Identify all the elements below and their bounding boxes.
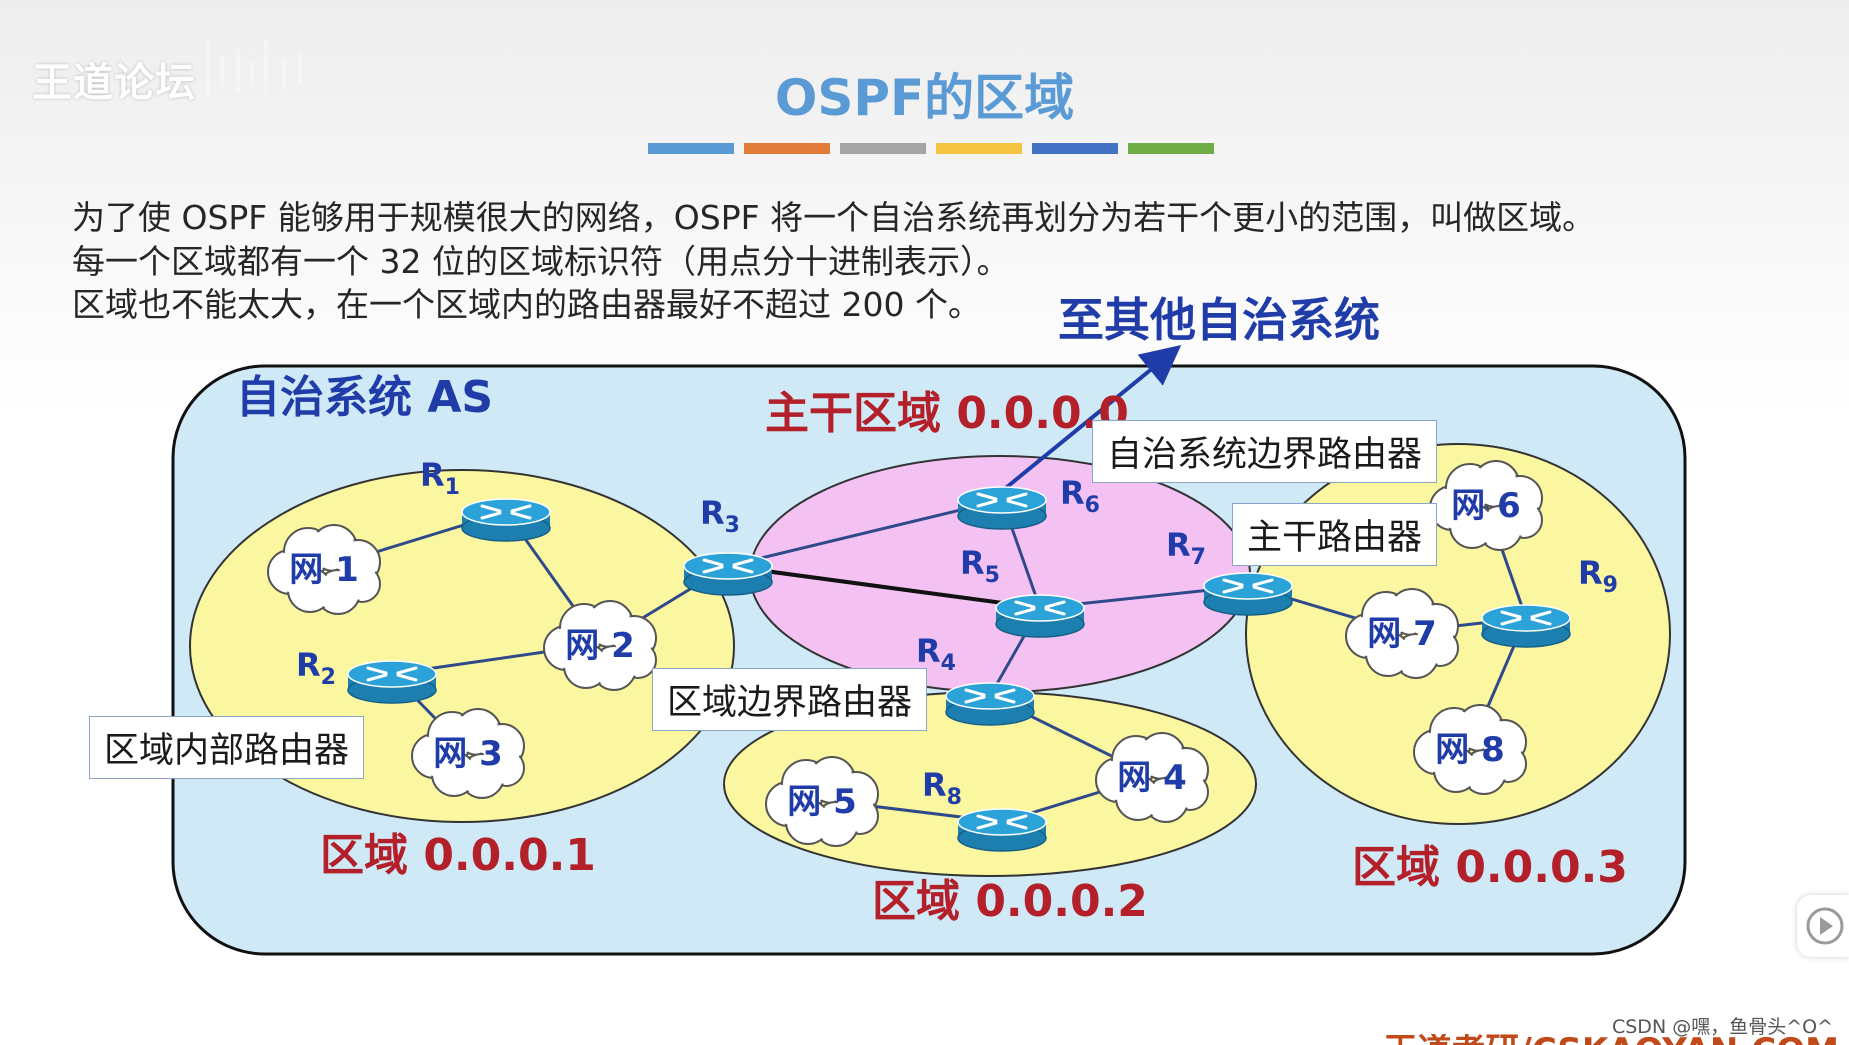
color-bar bbox=[840, 143, 926, 154]
network-cloud-n5: 网 5 bbox=[765, 756, 879, 847]
router-r7 bbox=[1203, 572, 1293, 616]
router-label-r4: R4 bbox=[916, 632, 956, 676]
network-label: 网 3 bbox=[433, 734, 503, 774]
bottom-watermark: 王道考研/CSKAOYAN.COM bbox=[1383, 1034, 1839, 1045]
color-bar bbox=[1128, 143, 1214, 154]
as-label: 自治系统 AS bbox=[236, 372, 493, 423]
area-label-0-0-0-3: 区域 0.0.0.3 bbox=[1352, 842, 1628, 893]
router-arrows-icon bbox=[1500, 610, 1552, 626]
router-label-r5: R5 bbox=[960, 544, 1000, 588]
router-arrows-icon bbox=[702, 558, 754, 574]
router-r1 bbox=[461, 498, 551, 542]
router-arrows-icon bbox=[976, 492, 1028, 508]
router-r4 bbox=[945, 682, 1035, 726]
network-label: 网 7 bbox=[1367, 614, 1437, 654]
router-arrows-icon bbox=[976, 814, 1028, 830]
network-cloud-n2: 网 2 bbox=[543, 600, 657, 691]
link-r3-r6 bbox=[727, 498, 1003, 568]
csdn-credit: CSDN @嘿，鱼骨头^O^ bbox=[1611, 1016, 1833, 1038]
area-label-0-0-0-1: 区域 0.0.0.1 bbox=[320, 830, 596, 881]
color-bar bbox=[1032, 143, 1118, 154]
network-cloud-n3: 网 3 bbox=[411, 708, 525, 799]
network-label: 网 5 bbox=[787, 782, 857, 822]
callout-area-border-router: 区域边界路由器 bbox=[652, 668, 928, 731]
router-label-r2: R2 bbox=[296, 646, 336, 690]
color-bar bbox=[744, 143, 830, 154]
router-r3 bbox=[683, 552, 773, 596]
network-label: 网 8 bbox=[1435, 730, 1505, 770]
title-color-bars bbox=[648, 143, 1214, 154]
router-r9 bbox=[1481, 604, 1571, 648]
callout-asbr: 自治系统边界路由器 bbox=[1092, 420, 1438, 483]
router-label-r7: R7 bbox=[1166, 526, 1206, 570]
router-label-r3: R3 bbox=[700, 494, 740, 538]
network-cloud-n8: 网 8 bbox=[1413, 704, 1527, 795]
router-r6 bbox=[957, 486, 1047, 530]
network-cloud-n1: 网 1 bbox=[267, 524, 381, 615]
network-cloud-n7: 网 7 bbox=[1345, 588, 1459, 679]
intro-line-1: 为了使 OSPF 能够用于规模很大的网络，OSPF 将一个自治系统再划分为若干个… bbox=[72, 198, 1596, 237]
watermark-decoration bbox=[206, 40, 302, 94]
to-other-as-arrow bbox=[1000, 344, 1182, 493]
color-bar bbox=[648, 143, 734, 154]
network-cloud-n6: 网 6 bbox=[1429, 460, 1543, 551]
router-label-r9: R9 bbox=[1578, 554, 1618, 598]
wangdao-logo: 王道论坛 bbox=[32, 60, 196, 106]
router-r2 bbox=[347, 660, 437, 704]
router-arrows-icon bbox=[366, 666, 418, 682]
slide-title: OSPF的区域 bbox=[774, 69, 1075, 127]
router-arrows-icon bbox=[1014, 600, 1066, 616]
router-r8 bbox=[957, 808, 1047, 852]
router-arrows-icon bbox=[964, 688, 1016, 704]
area-label-backbone: 主干区域 0.0.0.0 bbox=[765, 388, 1129, 439]
area-label-0-0-0-2: 区域 0.0.0.2 bbox=[872, 876, 1148, 927]
router-arrows-icon bbox=[1222, 578, 1274, 594]
router-label-r1: R1 bbox=[420, 456, 460, 500]
link-r3-r5 bbox=[727, 564, 1041, 610]
network-label: 网 2 bbox=[565, 626, 635, 666]
network-label: 网 1 bbox=[289, 550, 359, 590]
callout-internal-router: 区域内部路由器 bbox=[89, 716, 365, 779]
to-other-as-label: 至其他自治系统 bbox=[1058, 293, 1380, 347]
network-label: 网 6 bbox=[1451, 486, 1521, 526]
callout-backbone-router: 主干路由器 bbox=[1232, 503, 1438, 566]
router-label-r6: R6 bbox=[1060, 474, 1100, 518]
intro-line-2: 每一个区域都有一个 32 位的区域标识符（用点分十进制表示）。 bbox=[72, 242, 1010, 281]
intro-line-3: 区域也不能太大，在一个区域内的路由器最好不超过 200 个。 bbox=[72, 285, 981, 324]
play-icon bbox=[1806, 907, 1844, 945]
network-label: 网 4 bbox=[1117, 758, 1187, 798]
network-cloud-n4: 网 4 bbox=[1095, 732, 1209, 823]
router-arrows-icon bbox=[480, 504, 532, 520]
router-label-r8: R8 bbox=[922, 766, 962, 810]
router-r5 bbox=[995, 594, 1085, 638]
color-bar bbox=[936, 143, 1022, 154]
video-play-badge[interactable] bbox=[1797, 895, 1849, 957]
